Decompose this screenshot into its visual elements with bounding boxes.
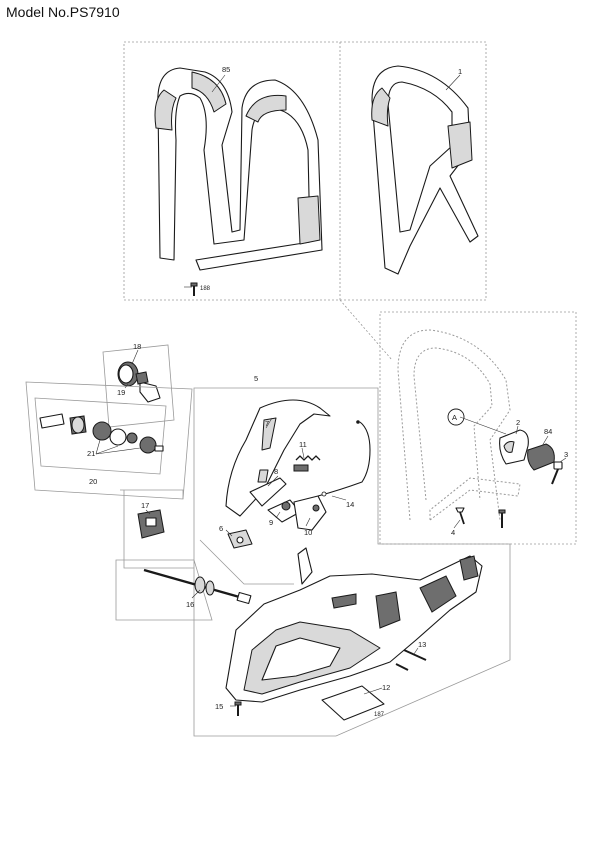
callout-2: 2 [516, 418, 520, 427]
frame-inner-link [199, 539, 294, 585]
callout-6: 6 [219, 524, 223, 533]
front-handle-85-drawing [154, 67, 323, 271]
callout-8: 8 [274, 467, 278, 476]
frame-step-connector [120, 489, 184, 499]
frame-left-step [123, 490, 194, 569]
callout-3: 3 [564, 450, 568, 459]
trigger-8-drawing [249, 477, 287, 507]
callout-7: 7 [265, 419, 269, 428]
lever-10-drawing [293, 495, 327, 531]
callout-18: 18 [133, 342, 141, 351]
rod-16-drawing [143, 568, 252, 605]
model-title: Model No.PS7910 [6, 4, 120, 20]
front-handle-1-drawing [371, 65, 479, 275]
frame-insulator-21 [34, 397, 167, 475]
screw-15-drawing [234, 701, 242, 716]
bolt-3-drawing [551, 461, 563, 485]
damper-6-drawing [227, 529, 253, 549]
callout-4: 4 [451, 528, 455, 537]
screw-4-drawing [455, 507, 506, 528]
callout-13: 13 [418, 640, 426, 649]
callout-12: 12 [382, 683, 390, 692]
leader-lines [124, 286, 567, 707]
frame-handle-1 [340, 41, 487, 301]
reference-a-circle [447, 408, 465, 426]
callout-a: A [452, 413, 457, 422]
handle-ghost-drawing [397, 329, 521, 521]
frame-main-housing [115, 387, 511, 737]
insulator-set-drawing [39, 413, 164, 455]
callout-21: 21 [87, 449, 95, 458]
callout-84: 84 [544, 427, 552, 436]
callout-10: 10 [304, 528, 312, 537]
pin-13-drawing [395, 649, 427, 671]
callout-17: 17 [141, 501, 149, 510]
callout-14: 14 [346, 500, 354, 509]
callout-187: 187 [374, 712, 385, 718]
callout-9: 9 [269, 518, 273, 527]
callout-188: 188 [200, 286, 211, 292]
frame-insulator-20 [25, 381, 193, 500]
callout-11: 11 [299, 440, 307, 449]
callout-5: 5 [254, 374, 258, 383]
callout-16: 16 [186, 600, 194, 609]
screw-188-drawing [190, 282, 198, 296]
throttle-cable-14-drawing [317, 420, 371, 497]
callout-1: 1 [458, 67, 462, 76]
clamp-2-drawing [499, 429, 529, 465]
callout-19: 19 [117, 388, 125, 397]
frame-handle-85 [123, 41, 341, 301]
label-187-drawing [321, 685, 385, 721]
callout-85: 85 [222, 65, 230, 74]
spring-11-drawing [293, 455, 321, 472]
switch-17-drawing [137, 509, 165, 539]
cap-84-drawing [527, 443, 555, 471]
callout-15: 15 [215, 702, 223, 711]
frame-link-line [339, 299, 393, 361]
callout-20: 20 [89, 477, 97, 486]
handle-cover-7-drawing [225, 399, 331, 517]
rear-handle-body-drawing [225, 547, 483, 703]
